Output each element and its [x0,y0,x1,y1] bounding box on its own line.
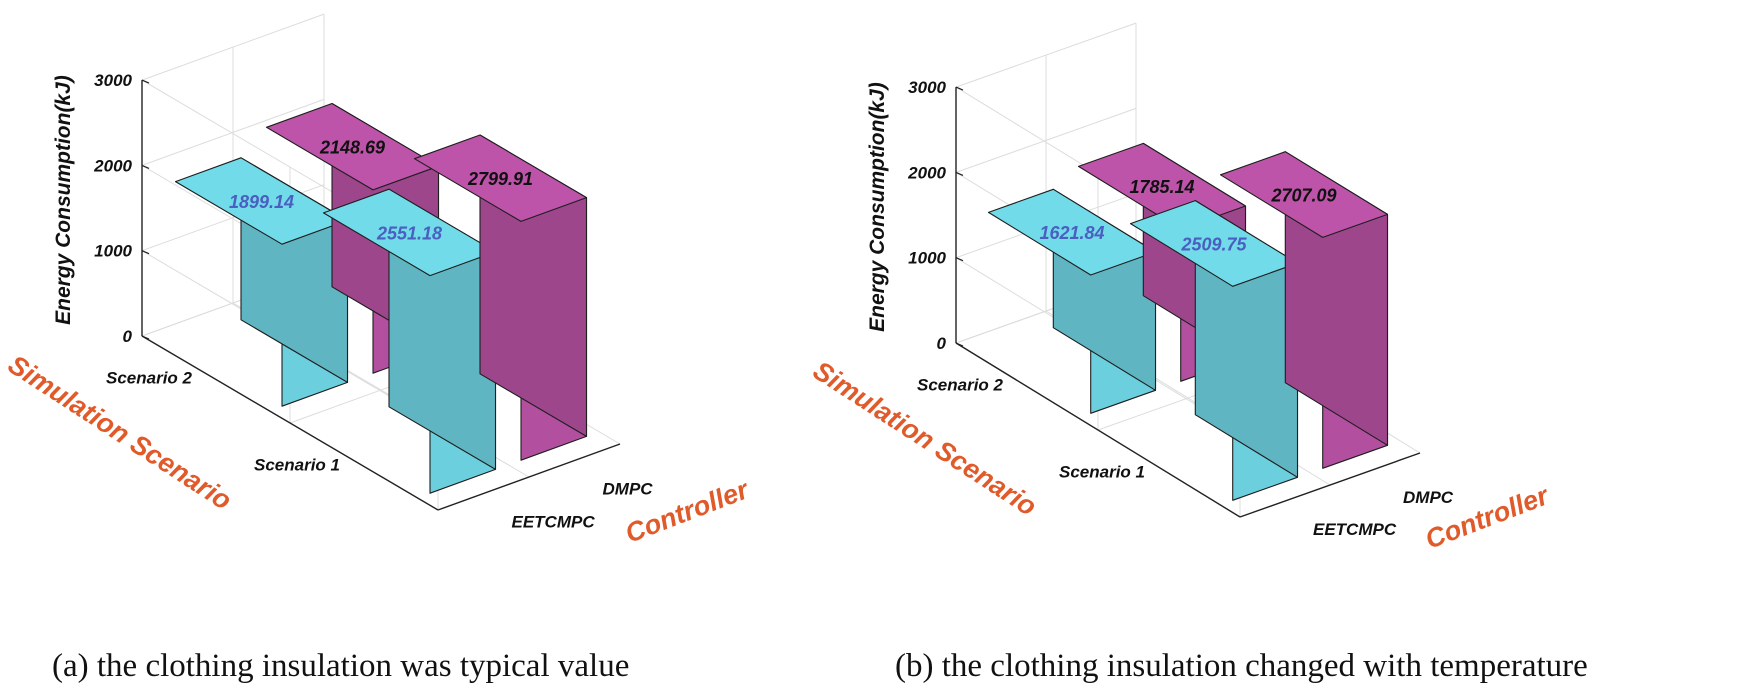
bar-value-label: 2799.91 [467,169,533,189]
z-tick [141,164,150,169]
bar-face-top [174,157,349,245]
z-tick-label: 1000 [908,249,946,268]
chart-panel-b: 0 1000 2000 3000 Energy Consumption(kJ) Scena… [808,22,1554,555]
z-tick-label: 3000 [908,78,946,97]
bar-value-label: 2551.18 [376,223,442,243]
bar-face-top [413,134,588,222]
caption-panel-a: (a) the clothing insulation was typical … [52,648,630,684]
bar-face-top [265,102,440,191]
controller-tick-label: EETCMPC [1313,520,1397,539]
z-tick [955,86,964,91]
z-axis-title: Energy Consumption(kJ) [866,82,889,332]
bar: 2707.09 [1219,151,1389,469]
bar-value-label: 1785.14 [1129,177,1194,197]
z-tick [141,335,150,340]
scenario-tick-label: Scenario 1 [254,456,340,475]
chart-panel-a: 0 1000 2000 3000 Energy Consumption(kJ) Scena… [3,13,754,549]
z-tick [955,171,964,176]
z-tick [955,257,964,262]
bar-value-label: 1621.84 [1039,223,1104,243]
z-tick-label: 0 [123,327,133,346]
controller-axis-line [437,443,621,511]
controller-tick-label: DMPC [1403,488,1454,507]
z-tick-label: 1000 [94,242,132,261]
bar-face-top [987,188,1157,276]
z-tick-label: 2000 [93,156,132,175]
controller-tick-label: EETCMPC [512,513,596,532]
z-tick-label: 0 [937,334,947,353]
caption-panel-b: (b) the clothing insulation changed with… [895,648,1588,684]
z-tick [141,250,150,255]
z-tick [141,79,150,84]
bar-face-top [322,188,497,277]
bar: 1899.14 [174,157,349,407]
bar-face-top [1129,200,1299,287]
scenario-axis-line [955,342,1241,518]
z-tick [955,342,964,347]
scenario-axis-line [141,335,439,511]
controller-tick-label: DMPC [603,480,654,499]
z-axis-title: Energy Consumption(kJ) [52,75,75,325]
bar: 2799.91 [413,134,588,461]
bar-value-label: 2509.75 [1180,234,1247,254]
scenario-tick-label: Scenario 2 [106,369,193,388]
bar: 1621.84 [987,188,1157,414]
bar-value-label: 2707.09 [1270,186,1336,206]
bar-face-top [1219,151,1389,238]
bars: 1621.84 1785.14 2509.75 2707.09 [987,142,1389,501]
controller-axis-line [1239,452,1421,518]
scenario-tick-label: Scenario 1 [1059,463,1145,482]
bar-value-label: 2148.69 [319,138,385,158]
bar: 2551.18 [322,188,497,494]
scenario-tick-label: Scenario 2 [917,376,1004,395]
bar-value-label: 1899.14 [229,192,294,212]
z-tick-label: 2000 [907,163,946,182]
bars: 1899.14 2148.69 2551.18 2799.91 [174,102,588,494]
z-tick-label: 3000 [94,71,132,90]
